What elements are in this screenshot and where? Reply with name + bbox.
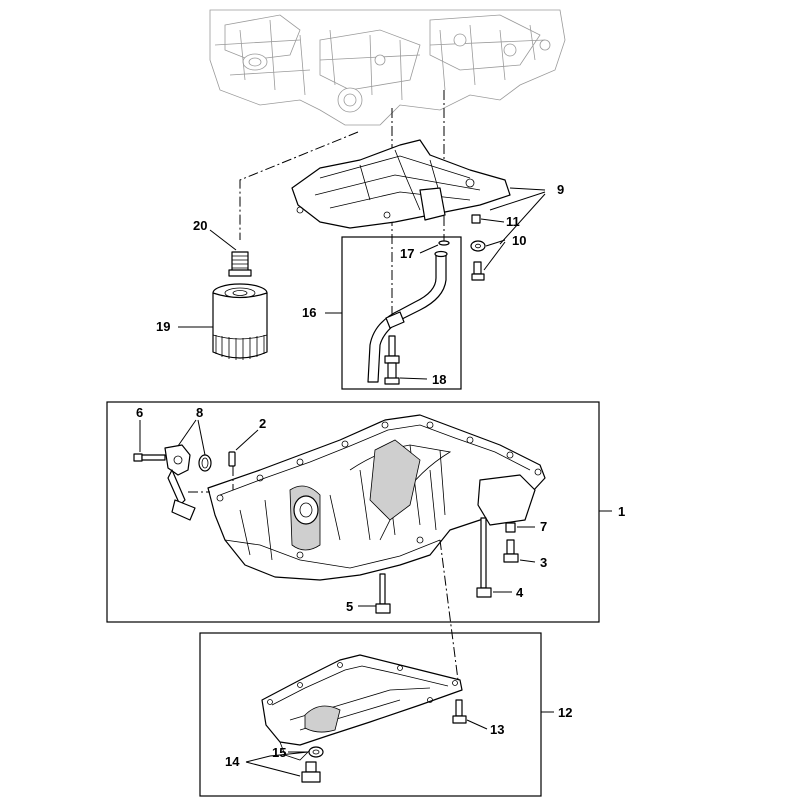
tube-bolt (384, 335, 400, 385)
callout-2: 2 (259, 416, 266, 431)
pan-short-bolt (503, 539, 519, 563)
baffle-nut (471, 214, 481, 224)
oil-pan-group-box (106, 401, 600, 623)
callout-6: 6 (136, 405, 143, 420)
lower-pan-group-box (199, 632, 542, 797)
callout-8: 8 (196, 405, 203, 420)
callout-10: 10 (512, 233, 526, 248)
callout-17: 17 (400, 246, 414, 261)
callout-14: 14 (225, 754, 240, 769)
callout-9: 9 (557, 182, 564, 197)
pan-long-bolt (476, 517, 492, 598)
callout-7: 7 (540, 519, 547, 534)
drain-plug-washer (308, 746, 324, 758)
baffle-bolt (471, 261, 485, 281)
engine-block (209, 9, 566, 126)
callout-16: 16 (302, 305, 316, 320)
leader-lines (139, 187, 612, 777)
dowel-pin (228, 451, 236, 467)
callout-4: 4 (516, 585, 524, 600)
callout-19: 19 (156, 319, 170, 334)
callout-11: 11 (506, 214, 520, 229)
callout-15: 15 (272, 745, 286, 760)
pan-bolt (375, 573, 391, 614)
drain-plug (301, 761, 321, 783)
filter-alignment-line (239, 131, 359, 240)
oil-filter-fitting (228, 251, 252, 277)
baffle-washer (470, 240, 486, 252)
oil-pan-baffle (291, 139, 511, 229)
oil-level-tube (367, 250, 448, 383)
callout-1: 1 (618, 504, 625, 519)
callout-18: 18 (432, 372, 446, 387)
sensor-bolt (133, 453, 166, 462)
lower-oil-pan (261, 654, 463, 761)
oil-sensor (164, 444, 196, 521)
oil-filter (212, 283, 268, 360)
sensor-o-ring (198, 454, 212, 472)
callout-20: 20 (193, 218, 207, 233)
callout-12: 12 (558, 705, 572, 720)
pan-stud-nut (505, 522, 516, 533)
callout-13: 13 (490, 722, 504, 737)
upper-oil-pan (207, 414, 546, 581)
lower-pan-alignment-line (439, 539, 459, 681)
callout-5: 5 (346, 599, 353, 614)
callout-3: 3 (540, 555, 547, 570)
lower-pan-bolt (452, 699, 467, 724)
tube-seal (438, 240, 450, 246)
